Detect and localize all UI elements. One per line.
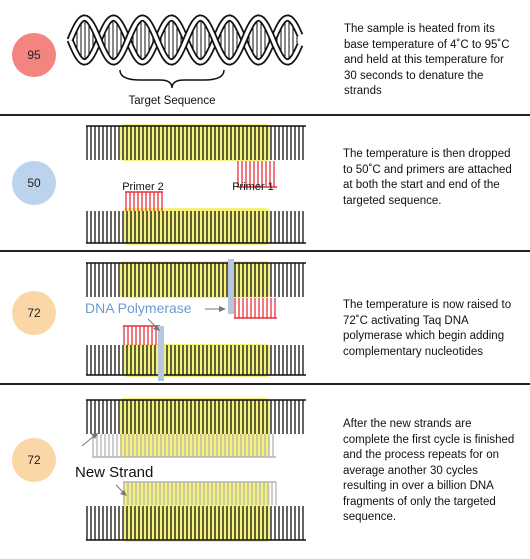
target-sequence-label: Target Sequence xyxy=(129,95,216,107)
dna-strand-bottom xyxy=(86,506,306,541)
new-strand-label: New Strand xyxy=(75,464,153,481)
new-strand-arrow-bottom xyxy=(115,484,127,496)
dna-strand-top xyxy=(86,262,306,297)
divider-2 xyxy=(0,250,530,252)
polymerase-bottom xyxy=(158,326,164,381)
primer-1 xyxy=(237,161,277,188)
target-highlight-bottom-2 xyxy=(123,208,270,245)
polymerase-arrow-down xyxy=(147,318,160,331)
polymerase-top xyxy=(228,259,234,314)
temperature-badge-72-a: 72 xyxy=(12,291,56,335)
divider-3 xyxy=(0,383,530,385)
primer-1-label: Primer 1 xyxy=(232,181,274,193)
dna-strand-bottom xyxy=(86,211,306,244)
dna-strand-top xyxy=(86,399,306,434)
dna-strand-top xyxy=(86,125,306,160)
polymerase-arrow-right xyxy=(205,306,226,312)
new-strand-bottom xyxy=(123,481,277,505)
step4-description: After the new strands are complete the f… xyxy=(343,418,515,523)
new-strand-top xyxy=(92,434,276,458)
dna-double-helix xyxy=(66,14,304,66)
divider-1 xyxy=(0,114,530,116)
temperature-badge-72-b: 72 xyxy=(12,438,56,482)
primer-2-label: Primer 2 xyxy=(122,181,164,193)
step2-description: The temperature is then dropped to 50˚C … xyxy=(343,148,512,207)
target-sequence-brace xyxy=(119,69,225,89)
extended-strand-top xyxy=(234,298,277,319)
step1-description: The sample is heated from its base tempe… xyxy=(344,23,510,97)
temperature-badge-50: 50 xyxy=(12,161,56,205)
new-strand-arrow-top xyxy=(81,433,98,447)
primer-2 xyxy=(125,191,163,211)
step3-description: The temperature is now raised to 72˚C ac… xyxy=(343,299,512,358)
dna-polymerase-label: DNA Polymerase xyxy=(85,300,192,316)
temperature-badge-95: 95 xyxy=(12,33,56,77)
target-highlight-bottom-3 xyxy=(123,344,270,377)
